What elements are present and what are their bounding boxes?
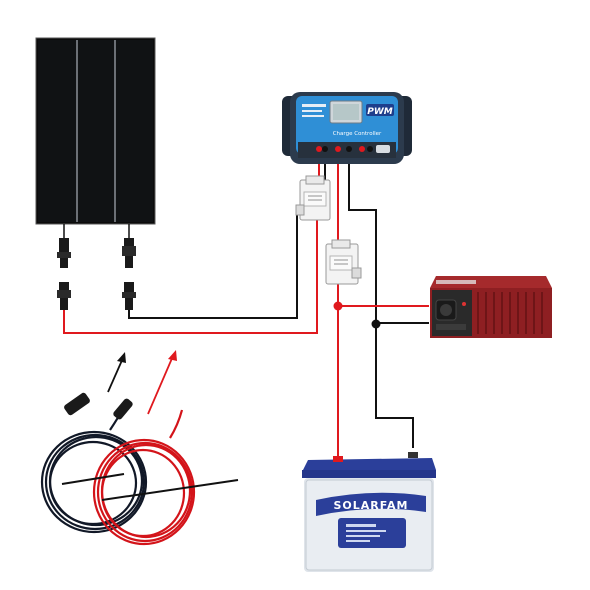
panel-leads xyxy=(63,224,130,238)
solar-panel xyxy=(35,37,156,225)
red-cable-coil xyxy=(92,409,196,546)
positive-junction xyxy=(333,301,343,311)
arrow-up-icon xyxy=(107,352,126,393)
arrow-up-icon xyxy=(147,350,177,415)
battery: SOLARFAM xyxy=(302,452,436,572)
negative-wires xyxy=(128,160,429,448)
mc4-connector-icon xyxy=(64,392,133,420)
power-inverter xyxy=(430,276,552,338)
charge-controller: PWM Charge Controller xyxy=(282,92,412,164)
negative-junction xyxy=(371,319,381,329)
controller-subtitle: Charge Controller xyxy=(333,131,382,137)
mc4-connector-icon xyxy=(57,282,136,310)
cable-ties xyxy=(61,473,239,501)
black-cable-coil xyxy=(40,403,148,534)
fuse-holder-icon xyxy=(325,239,362,285)
fuse-holder-icon xyxy=(295,175,331,221)
mc4-connector-icon xyxy=(57,238,136,268)
battery-brand: SOLARFAM xyxy=(334,499,409,512)
controller-badge: PWM xyxy=(367,107,393,117)
